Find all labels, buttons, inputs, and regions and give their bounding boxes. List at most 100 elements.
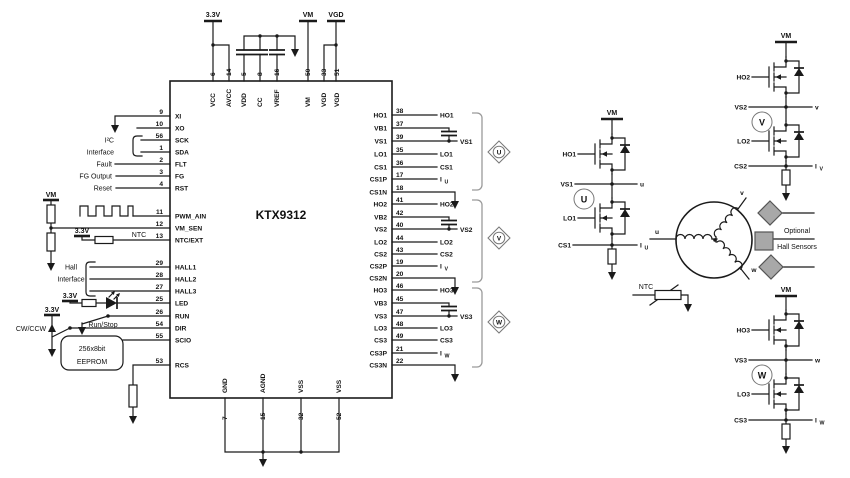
winding-v (711, 205, 739, 238)
net-label: VS1 (460, 139, 473, 146)
pin-name: LO1 (374, 152, 387, 159)
supply-wires (212, 20, 337, 82)
hall-label2: Interface (57, 277, 84, 284)
phase-bracket-w (472, 287, 483, 368)
pin-name: VM (305, 97, 312, 107)
motor-outline (675, 201, 753, 279)
pin-num: 50 (305, 68, 312, 76)
pin-num: 40 (396, 222, 404, 229)
ground-arrow (608, 272, 616, 280)
pin-name: VB1 (374, 126, 387, 133)
sense-resistor (781, 423, 791, 440)
pin-num: 4 (159, 181, 163, 188)
top-power-section: 3.3V VM VGD 6 14 5 8 16 50 33 51 VCC AVC… (204, 12, 345, 107)
pin-num: 20 (396, 271, 404, 278)
hall-bracket (85, 261, 96, 297)
net-label: VS3 (460, 314, 473, 321)
pin-num: 14 (226, 68, 233, 76)
pin-num: 38 (396, 108, 404, 115)
hall-sensor-icon (758, 254, 784, 280)
pin-num: 17 (396, 172, 404, 179)
pin-name: VGD (334, 92, 341, 107)
current-sub: V (445, 267, 449, 273)
bootstrap-cap-wires (391, 127, 458, 317)
phase-circle-v (751, 111, 773, 133)
pin-num: 41 (396, 197, 404, 204)
ic-outline (169, 80, 393, 399)
pin-num: 29 (156, 260, 164, 267)
pin-num: 55 (156, 333, 164, 340)
pin-num: 42 (396, 210, 404, 217)
reset-label: Reset (94, 186, 112, 193)
pin-name: HO1 (373, 113, 387, 120)
current-label: I (640, 243, 642, 250)
pin-num: 1 (159, 145, 163, 152)
pin-name: HO3 (373, 288, 387, 295)
pin-name: FG (175, 174, 184, 181)
bootstrap-capacitors (441, 130, 457, 312)
pin-name: CS3P (370, 351, 388, 358)
net-label: HO3 (440, 288, 454, 295)
hall-sensors-label1: Optional (784, 228, 811, 235)
pin-name: SCIO (175, 338, 191, 345)
current-label: I (815, 164, 817, 171)
hall-label: Hall (65, 265, 78, 272)
pin-num: 32 (298, 412, 305, 420)
left-wires (50, 115, 171, 417)
ground-arrow (259, 459, 267, 467)
motor-v-label: v (740, 190, 744, 197)
pin-num: 12 (156, 221, 164, 228)
vm-label: VM (781, 33, 792, 40)
pin-num: 2 (159, 157, 163, 164)
ground-arrow (129, 416, 137, 424)
gate-label: HO3 (736, 328, 750, 335)
pin-num: 7 (222, 416, 229, 420)
phase-circle-u (573, 188, 595, 210)
pin-name: HO2 (373, 202, 387, 209)
right-wires (391, 114, 438, 354)
hall-sensor-icon (754, 231, 774, 251)
cs-label: CS1 (558, 243, 571, 250)
net-label: CS1 (440, 165, 453, 172)
capacitors (236, 49, 285, 56)
pin-num: 21 (396, 346, 404, 353)
vs-label: VS1 (561, 182, 574, 189)
i2c-label2: Interface (87, 150, 114, 157)
pin-num: 13 (156, 233, 164, 240)
pin-num: 9 (159, 109, 163, 116)
pin-name: LO2 (374, 240, 387, 247)
pin-num: 49 (396, 333, 404, 340)
cs-label: CS3 (734, 418, 747, 425)
ground-arrow (291, 49, 299, 57)
pin-num: 45 (396, 296, 404, 303)
vm-label: VM (46, 192, 57, 199)
pin-name: CS3 (374, 338, 387, 345)
pin-name: VM_SEN (175, 226, 202, 233)
pin-num: 54 (156, 321, 164, 328)
pin-name: NTC/EXT (175, 238, 203, 245)
ground-bus (224, 397, 340, 460)
net-label: LO2 (440, 240, 453, 247)
pin-name: VS3 (375, 314, 388, 321)
current-label: I (440, 177, 442, 184)
hall-sensors: Optional Hall Sensors (754, 200, 817, 280)
net-label: u (640, 182, 644, 189)
high-side-mosfet (751, 56, 805, 98)
ic-body: KTX9312 (169, 80, 393, 399)
phase-letter: V (759, 118, 765, 128)
phase-bracket-v (472, 199, 483, 283)
pin-name: CS2 (374, 252, 387, 259)
pin-num: 43 (396, 247, 404, 254)
vgd-label: VGD (328, 12, 343, 19)
pin-name: PWM_AIN (175, 214, 206, 221)
ground-arrow (47, 263, 55, 271)
pin-name: HALL2 (175, 277, 197, 284)
gate-label: LO3 (737, 392, 750, 399)
ground-arrow (684, 304, 692, 312)
vm-label: VM (303, 12, 314, 19)
hall-sensor-icon (757, 200, 783, 226)
vs-label: VS2 (735, 105, 748, 112)
resistor (46, 232, 56, 252)
current-sub: W (820, 421, 825, 427)
